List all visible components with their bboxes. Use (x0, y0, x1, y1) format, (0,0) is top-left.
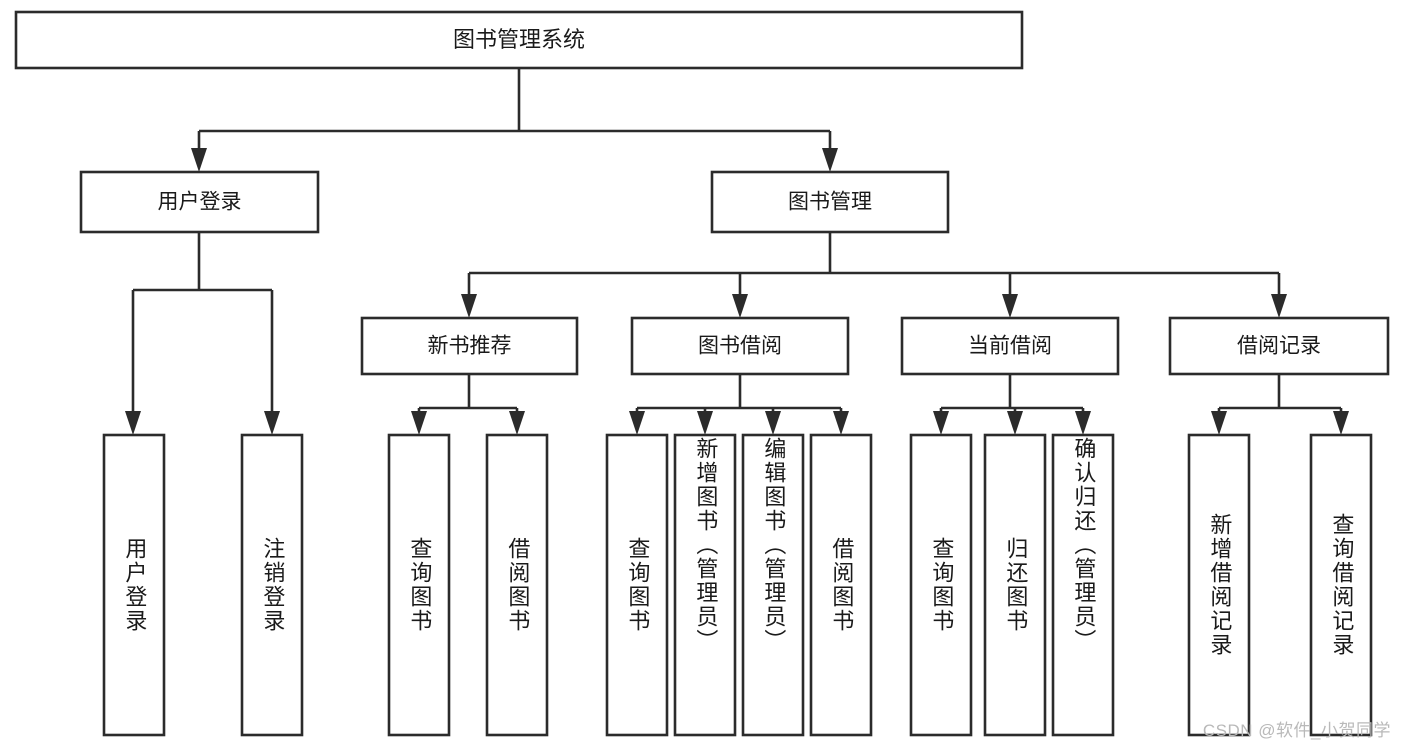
node-current-borrow-box[interactable] (900, 316, 1120, 376)
node-book-manage-label: 图书管理 (788, 191, 872, 214)
arrow-to-borrow-record (1271, 294, 1287, 318)
node-root-label: 图书管理系统 (453, 27, 585, 52)
node-borrow-record[interactable]: 借阅记录 (1168, 316, 1390, 376)
arrow-to-current-borrow (1002, 294, 1018, 318)
node-borrow-record-label: 借阅记录 (1237, 335, 1321, 358)
node-new-book-recommend[interactable]: 新书推荐 (360, 316, 579, 376)
leaf-box-borrow-book-2[interactable] (809, 433, 873, 737)
leaf-box-query-record[interactable] (1309, 433, 1373, 737)
leaf-box-return-book[interactable] (983, 433, 1047, 737)
leaf-box-borrow-book-1[interactable] (485, 433, 549, 737)
leaf-box-user-login[interactable] (102, 433, 166, 737)
node-book-borrow-label: 图书借阅 (698, 335, 782, 358)
node-user-login[interactable]: 用户登录 (79, 170, 320, 234)
connector-layer (125, 68, 1349, 435)
leaf-box-query-book-1[interactable] (387, 433, 451, 737)
arrow-to-leaf-add-record (1211, 411, 1227, 435)
arrow-to-leaf-query-record (1333, 411, 1349, 435)
node-book-manage-box[interactable] (710, 170, 950, 234)
node-new-book-recommend-label: 新书推荐 (428, 335, 512, 358)
arrow-to-leaf-query-book-1 (411, 411, 427, 435)
node-root-box[interactable] (14, 10, 1024, 70)
leaf-box-query-book-2[interactable] (605, 433, 669, 737)
node-user-login-box[interactable] (79, 170, 320, 234)
node-root[interactable]: 图书管理系统 (14, 10, 1024, 70)
node-current-borrow[interactable]: 当前借阅 (900, 316, 1120, 376)
leaf-box-layer (102, 433, 1373, 737)
arrow-to-user-login (191, 148, 207, 172)
arrow-to-leaf-borrow-book-1 (509, 411, 525, 435)
arrow-to-leaf-edit-book (765, 411, 781, 435)
leaf-box-confirm-return[interactable] (1051, 433, 1115, 737)
node-current-borrow-label: 当前借阅 (968, 335, 1052, 358)
node-book-borrow[interactable]: 图书借阅 (630, 316, 850, 376)
node-book-borrow-box[interactable] (630, 316, 850, 376)
arrow-to-new-book-recommend (461, 294, 477, 318)
arrow-to-leaf-confirm-return (1075, 411, 1091, 435)
leaf-box-add-record[interactable] (1187, 433, 1251, 737)
arrow-to-leaf-query-book-3 (933, 411, 949, 435)
leaf-box-add-book[interactable] (673, 433, 737, 737)
node-user-login-label: 用户登录 (158, 191, 242, 214)
node-new-book-recommend-box[interactable] (360, 316, 579, 376)
csdn-watermark: CSDN @软件_小贺同学 (1202, 721, 1391, 740)
node-book-manage[interactable]: 图书管理 (710, 170, 950, 234)
arrow-to-leaf-add-book (697, 411, 713, 435)
leaf-box-query-book-3[interactable] (909, 433, 973, 737)
node-borrow-record-box[interactable] (1168, 316, 1390, 376)
leaf-box-edit-book[interactable] (741, 433, 805, 737)
arrow-to-book-borrow (732, 294, 748, 318)
arrow-to-leaf-borrow-book-2 (833, 411, 849, 435)
arrow-to-book-manage (822, 148, 838, 172)
leaf-box-user-logout[interactable] (240, 433, 304, 737)
arrow-to-leaf-return-book (1007, 411, 1023, 435)
arrow-to-leaf-query-book-2 (629, 411, 645, 435)
arrow-to-leaf-user-login (125, 411, 141, 435)
arrow-to-leaf-user-logout (264, 411, 280, 435)
